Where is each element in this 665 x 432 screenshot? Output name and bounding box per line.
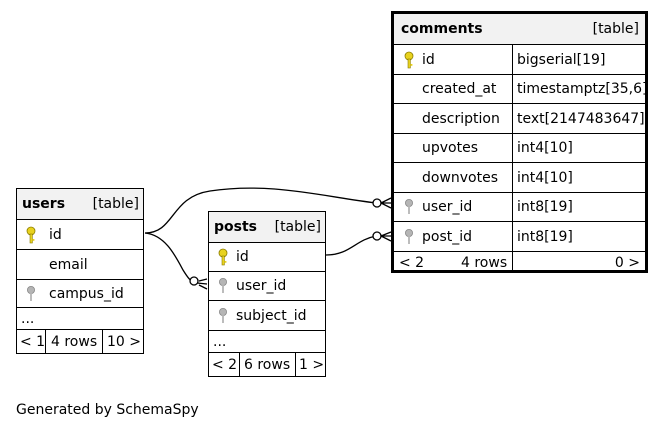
column-row[interactable]: upvotes int4[10] bbox=[394, 133, 645, 162]
column-name: id bbox=[236, 249, 249, 265]
footer-divider bbox=[239, 353, 240, 376]
foreign-key-icon bbox=[404, 193, 414, 221]
table-footer: < 2 6 rows 1 > bbox=[209, 352, 325, 376]
edge-users-comments-optional-marker bbox=[372, 198, 382, 208]
edge-posts-comments-optional-marker bbox=[372, 231, 382, 241]
column-row[interactable]: downvotes int4[10] bbox=[394, 162, 645, 192]
more-columns: ... bbox=[17, 307, 143, 329]
footer-divider bbox=[102, 330, 103, 353]
foreign-key-icon bbox=[218, 301, 228, 330]
column-divider bbox=[512, 45, 513, 74]
column-row[interactable]: campus_id bbox=[17, 279, 143, 307]
table-name: users bbox=[22, 196, 66, 212]
row-count: 4 rows bbox=[51, 333, 98, 350]
table-header: users [table] bbox=[17, 189, 143, 219]
children-link[interactable]: 1 > bbox=[299, 356, 325, 373]
column-name: id bbox=[422, 51, 435, 68]
column-name: created_at bbox=[422, 81, 497, 97]
column-name: upvotes bbox=[422, 140, 479, 156]
generated-by-label: Generated by SchemaSpy bbox=[16, 402, 199, 418]
column-divider bbox=[512, 104, 513, 133]
foreign-key-icon bbox=[404, 222, 414, 251]
table-name: posts bbox=[214, 219, 257, 235]
table-comments[interactable]: comments [table] id bigserial[19] create… bbox=[391, 11, 648, 273]
table-name: comments bbox=[401, 21, 483, 37]
column-name: id bbox=[49, 226, 62, 243]
table-kind: [table] bbox=[274, 219, 321, 235]
parents-link[interactable]: < 2 bbox=[212, 356, 238, 373]
column-row[interactable]: created_at timestamptz[35,6] bbox=[394, 74, 648, 103]
column-row[interactable]: description text[2147483647] bbox=[394, 103, 645, 133]
column-divider bbox=[512, 163, 513, 192]
children-link[interactable]: 10 > bbox=[107, 333, 141, 350]
table-header: comments [table] bbox=[394, 14, 645, 44]
table-footer: < 2 4 rows 0 > bbox=[394, 251, 645, 273]
footer-divider bbox=[45, 330, 46, 353]
children-link[interactable]: 0 > bbox=[614, 254, 640, 271]
edge-users-posts-crowfoot bbox=[196, 278, 208, 290]
ellipsis: ... bbox=[213, 333, 227, 350]
edge-posts-comments bbox=[325, 235, 377, 256]
column-row[interactable]: id bbox=[17, 219, 143, 249]
more-columns: ... bbox=[209, 330, 325, 352]
primary-key-icon bbox=[218, 243, 228, 271]
column-name: description bbox=[422, 110, 500, 127]
column-divider bbox=[512, 75, 513, 103]
parents-link[interactable]: < 1 bbox=[20, 333, 46, 350]
column-row[interactable]: id bigserial[19] bbox=[394, 44, 645, 74]
table-users[interactable]: users [table] id email campus_id ... < 1… bbox=[16, 188, 144, 354]
row-count: 6 rows bbox=[244, 356, 291, 373]
edge-users-posts-optional-marker bbox=[189, 276, 199, 286]
ellipsis: ... bbox=[21, 310, 35, 327]
column-type: bigserial[19] bbox=[517, 51, 606, 68]
column-name: user_id bbox=[422, 199, 473, 215]
table-footer: < 1 4 rows 10 > bbox=[17, 329, 143, 353]
edge-users-comments bbox=[144, 187, 377, 234]
column-divider bbox=[512, 222, 513, 251]
column-type: int4[10] bbox=[517, 140, 573, 156]
row-count: 4 rows bbox=[461, 254, 508, 271]
column-name: email bbox=[49, 256, 88, 273]
column-row[interactable]: subject_id bbox=[209, 300, 325, 330]
column-name: campus_id bbox=[49, 285, 124, 302]
column-name: user_id bbox=[236, 278, 287, 294]
column-type: text[2147483647] bbox=[517, 110, 645, 127]
table-posts[interactable]: posts [table] id user_id subject_id ... … bbox=[208, 211, 326, 377]
table-header: posts [table] bbox=[209, 212, 325, 242]
primary-key-icon bbox=[26, 220, 36, 249]
footer-divider bbox=[512, 252, 513, 273]
column-row[interactable]: post_id int8[19] bbox=[394, 221, 645, 251]
edge-users-comments-crowfoot bbox=[380, 197, 392, 209]
footer-divider bbox=[295, 353, 296, 376]
edge-posts-comments-crowfoot bbox=[380, 231, 392, 242]
table-kind: [table] bbox=[92, 196, 139, 212]
column-name: downvotes bbox=[422, 169, 499, 186]
column-row[interactable]: id bbox=[209, 242, 325, 271]
table-kind: [table] bbox=[592, 21, 639, 37]
column-type: int8[19] bbox=[517, 228, 573, 245]
column-type: int8[19] bbox=[517, 199, 573, 215]
edge-users-posts bbox=[144, 232, 197, 284]
primary-key-icon bbox=[404, 45, 414, 74]
foreign-key-icon bbox=[218, 272, 228, 300]
foreign-key-icon bbox=[26, 280, 36, 307]
column-row[interactable]: user_id bbox=[209, 271, 325, 300]
parents-link[interactable]: < 2 bbox=[399, 254, 425, 271]
column-row[interactable]: user_id int8[19] bbox=[394, 192, 645, 221]
column-name: post_id bbox=[422, 228, 473, 245]
column-type: int4[10] bbox=[517, 169, 573, 186]
column-divider bbox=[512, 193, 513, 221]
column-name: subject_id bbox=[236, 307, 307, 324]
column-type: timestamptz[35,6] bbox=[517, 81, 648, 97]
column-divider bbox=[512, 134, 513, 162]
column-row[interactable]: email bbox=[17, 249, 143, 279]
